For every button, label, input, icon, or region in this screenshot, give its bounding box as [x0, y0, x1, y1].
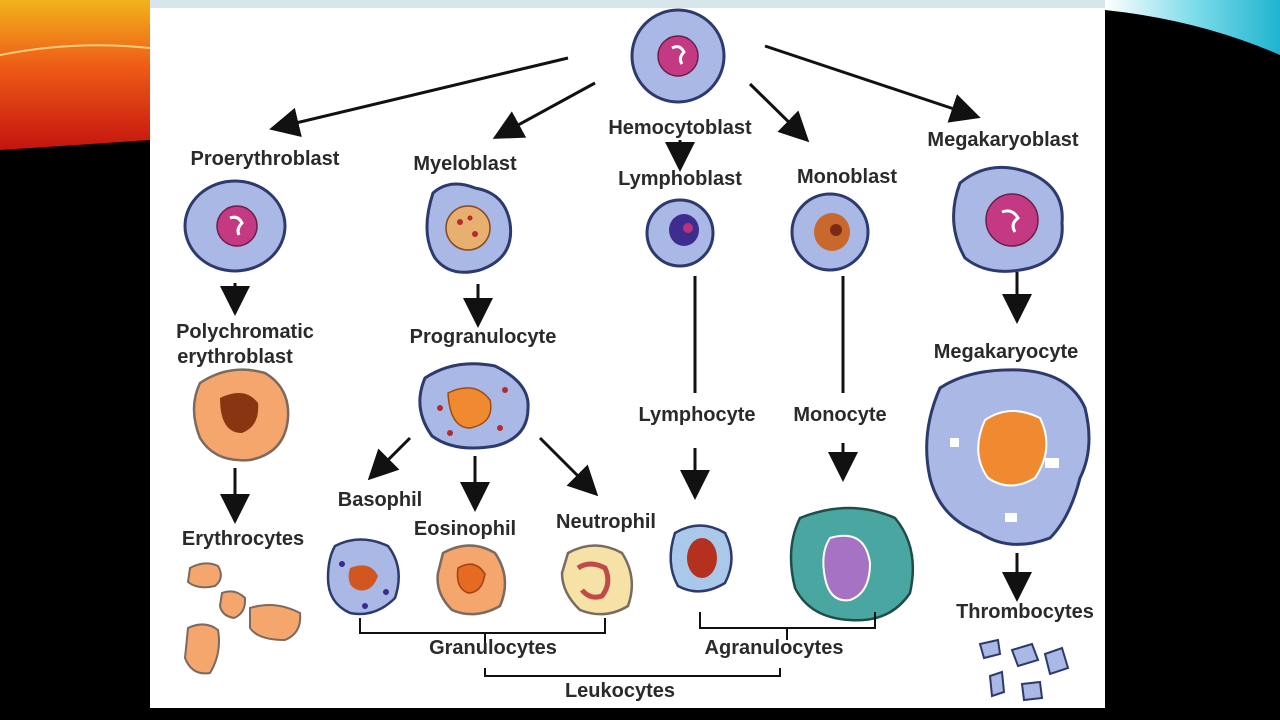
diagram-labels: Hemocytoblast Proerythroblast Myeloblast… [176, 117, 1094, 702]
label-hemocytoblast: Hemocytoblast [608, 117, 752, 139]
monocyte-cell [789, 506, 915, 622]
grouping-brackets [359, 612, 876, 677]
label-thrombocytes: Thrombocytes [956, 601, 1094, 623]
label-megakaryoblast: Megakaryoblast [927, 129, 1079, 151]
proerythroblast-cell [183, 179, 287, 273]
label-progranulocyte: Progranulocyte [410, 326, 557, 348]
label-monocyte: Monocyte [793, 404, 886, 426]
top-left-stripe [0, 44, 151, 56]
label-polychromatic-line2: erythroblast [177, 346, 293, 368]
polychromatic-erythroblast-cell [192, 368, 290, 462]
neutrophil-cell [560, 544, 634, 616]
label-proerythroblast: Proerythroblast [191, 148, 340, 170]
label-erythrocytes: Erythrocytes [182, 528, 304, 550]
label-myeloblast: Myeloblast [413, 153, 517, 175]
eosinophil-cell [436, 544, 507, 616]
label-neutrophil: Neutrophil [556, 511, 656, 533]
progranulocyte-cell [418, 362, 530, 450]
thrombocytes-group [978, 638, 1070, 702]
hemocytoblast-cell [630, 8, 726, 104]
top-left-flame-swoosh [0, 0, 150, 150]
label-granulocytes: Granulocytes [429, 637, 557, 659]
label-lymphocyte: Lymphocyte [638, 404, 755, 426]
diagram-canvas: Hemocytoblast Proerythroblast Myeloblast… [176, 8, 1094, 702]
hematopoiesis-diagram: Hemocytoblast Proerythroblast Myeloblast… [150, 8, 1105, 708]
basophil-cell [326, 538, 400, 616]
lymphocyte-cell [669, 524, 733, 593]
label-monoblast: Monoblast [797, 166, 897, 188]
monoblast-cell [790, 192, 870, 272]
label-basophil: Basophil [338, 489, 422, 511]
label-megakaryocyte: Megakaryocyte [934, 341, 1079, 363]
megakaryocyte-cell [925, 368, 1091, 546]
label-polychromatic-line1: Polychromatic [176, 321, 314, 343]
myeloblast-cell [425, 182, 513, 274]
top-banner-stripe [150, 0, 1105, 8]
label-lymphoblast: Lymphoblast [618, 168, 742, 190]
top-right-teal-swoosh [1105, 0, 1280, 55]
lymphoblast-cell [645, 198, 715, 268]
megakaryoblast-cell [952, 165, 1064, 273]
lineage-arrows [220, 44, 1032, 602]
label-leukocytes: Leukocytes [565, 680, 675, 702]
label-agranulocytes: Agranulocytes [705, 637, 844, 659]
erythrocytes-group [183, 562, 302, 675]
label-eosinophil: Eosinophil [414, 518, 516, 540]
